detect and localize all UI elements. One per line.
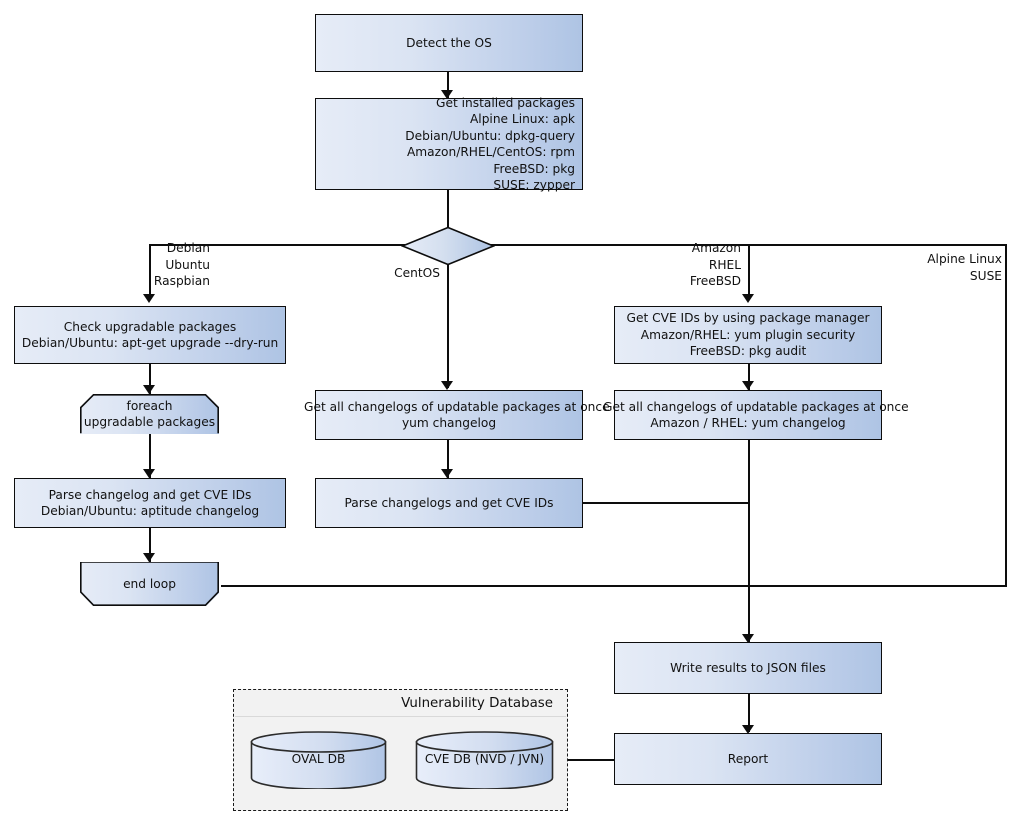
foreach-line-1: upgradable packages [83, 415, 216, 429]
node-write-json[interactable]: Write results to JSON files [614, 642, 882, 694]
branch-label-debian: Debian Ubuntu Raspbian [153, 241, 210, 288]
report-label: Report [727, 751, 769, 766]
database-label-cve: CVE DB (NVD / JVN) [424, 752, 545, 766]
arrowhead-writejson [742, 634, 754, 643]
node-end-loop[interactable]: end loop [80, 562, 219, 606]
arrowhead-report [742, 725, 754, 734]
node-parse-changelog-debian[interactable]: Parse changelog and get CVE IDs Debian/U… [14, 478, 286, 528]
branch-label-alpine: Alpine Linux SUSE [927, 252, 1002, 283]
arrowhead-amazon-branch [742, 294, 754, 303]
connector-writejson-to-report [748, 694, 750, 732]
changelogs-centos-line-0: Get all changelogs of updatable packages… [304, 399, 610, 414]
node-end-loop-label: end loop [123, 576, 176, 591]
database-label-oval: OVAL DB [291, 752, 346, 766]
connector-endloop-to-right [221, 585, 1007, 587]
connector-branch-debian [149, 244, 151, 300]
vulnerability-database-title: Vulnerability Database [401, 696, 553, 711]
get-cve-line-0: Get CVE IDs by using package manager [626, 311, 870, 326]
check-upgradable-line-1: Debian/Ubuntu: apt-get upgrade --dry-run [21, 336, 279, 350]
arrowhead-parse-changelog [143, 469, 155, 478]
packages-line-1: Alpine Linux: apk [469, 112, 575, 126]
get-cve-line-2: FreeBSD: pkg audit [689, 344, 807, 359]
arrowhead-endloop [143, 553, 155, 562]
node-report[interactable]: Report [614, 733, 882, 785]
changelogs-centos-line-1: yum changelog [401, 416, 497, 430]
node-changelogs-rhel[interactable]: Get all changelogs of updatable packages… [603, 390, 909, 440]
arrowhead-parse-changelogs-centos [441, 469, 453, 478]
connector-vdb-to-report [568, 759, 615, 761]
connector-changelogs-to-parse-centos [447, 440, 449, 478]
arrowhead-changelogs-rhel [742, 381, 754, 390]
connector-branch-alpine [1005, 244, 1007, 586]
connector-parse-centos-to-right [581, 502, 749, 504]
connector-parse-to-endloop [149, 528, 151, 562]
connector-check-to-foreach [149, 364, 151, 394]
branch-label-centos: CentOS [394, 266, 440, 280]
connector-branch-bar-left [149, 244, 405, 246]
node-changelogs-centos[interactable]: Get all changelogs of updatable packages… [304, 390, 610, 440]
connector-packages-to-decision [447, 190, 449, 230]
parse-changelogs-centos-label: Parse changelogs and get CVE IDs [344, 495, 554, 510]
node-detect-os-label: Detect the OS [406, 35, 492, 50]
connector-branch-amazon [748, 244, 750, 300]
packages-line-0: Get installed packages [436, 95, 575, 110]
packages-line-2: Debian/Ubuntu: dpkg-query [405, 128, 575, 143]
branch-label-amazon: Amazon RHEL FreeBSD [689, 241, 741, 288]
check-upgradable-line-0: Check upgradable packages [63, 319, 237, 334]
parse-changelog-deb-line-0: Parse changelog and get CVE IDs [48, 487, 252, 502]
connector-foreach-to-parse [149, 434, 151, 478]
vdb-header-divider [235, 716, 566, 717]
packages-line-4: FreeBSD: pkg [493, 161, 575, 176]
node-detect-os[interactable]: Detect the OS [315, 14, 583, 72]
connector-detectos-to-packages [447, 72, 449, 98]
packages-line-5: SUSE: zypper [493, 178, 575, 192]
database-cylinder-oval[interactable] [250, 731, 387, 789]
node-check-upgradable[interactable]: Check upgradable packages Debian/Ubuntu:… [14, 306, 286, 364]
changelogs-rhel-line-1: Amazon / RHEL: yum changelog [650, 416, 846, 430]
connector-rhel-to-writejson [748, 440, 750, 642]
changelogs-rhel-line-0: Get all changelogs of updatable packages… [603, 399, 909, 414]
get-cve-line-1: Amazon/RHEL: yum plugin security [640, 327, 856, 342]
database-cylinder-cve[interactable] [415, 731, 554, 789]
parse-changelog-deb-line-1: Debian/Ubuntu: aptitude changelog [40, 504, 260, 518]
arrowhead-foreach [143, 385, 155, 394]
packages-line-3: Amazon/RHEL/CentOS: rpm [406, 145, 575, 159]
node-os-decision[interactable] [401, 226, 495, 266]
node-get-cve-pkgmgr[interactable]: Get CVE IDs by using package manager Ama… [614, 306, 882, 364]
node-foreach-loop[interactable]: foreach upgradable packages [80, 394, 219, 434]
node-parse-changelogs-centos[interactable]: Parse changelogs and get CVE IDs [315, 478, 583, 528]
arrowhead-debian-branch [143, 294, 155, 303]
connector-branch-bar-right [488, 244, 1007, 246]
arrowhead-packages [441, 90, 453, 99]
write-json-label: Write results to JSON files [670, 660, 826, 675]
foreach-line-0: foreach [126, 398, 173, 413]
node-get-installed-packages[interactable]: Get installed packages Alpine Linux: apk… [315, 95, 583, 192]
connector-branch-centos [447, 262, 449, 388]
arrowhead-centos-branch [441, 381, 453, 390]
